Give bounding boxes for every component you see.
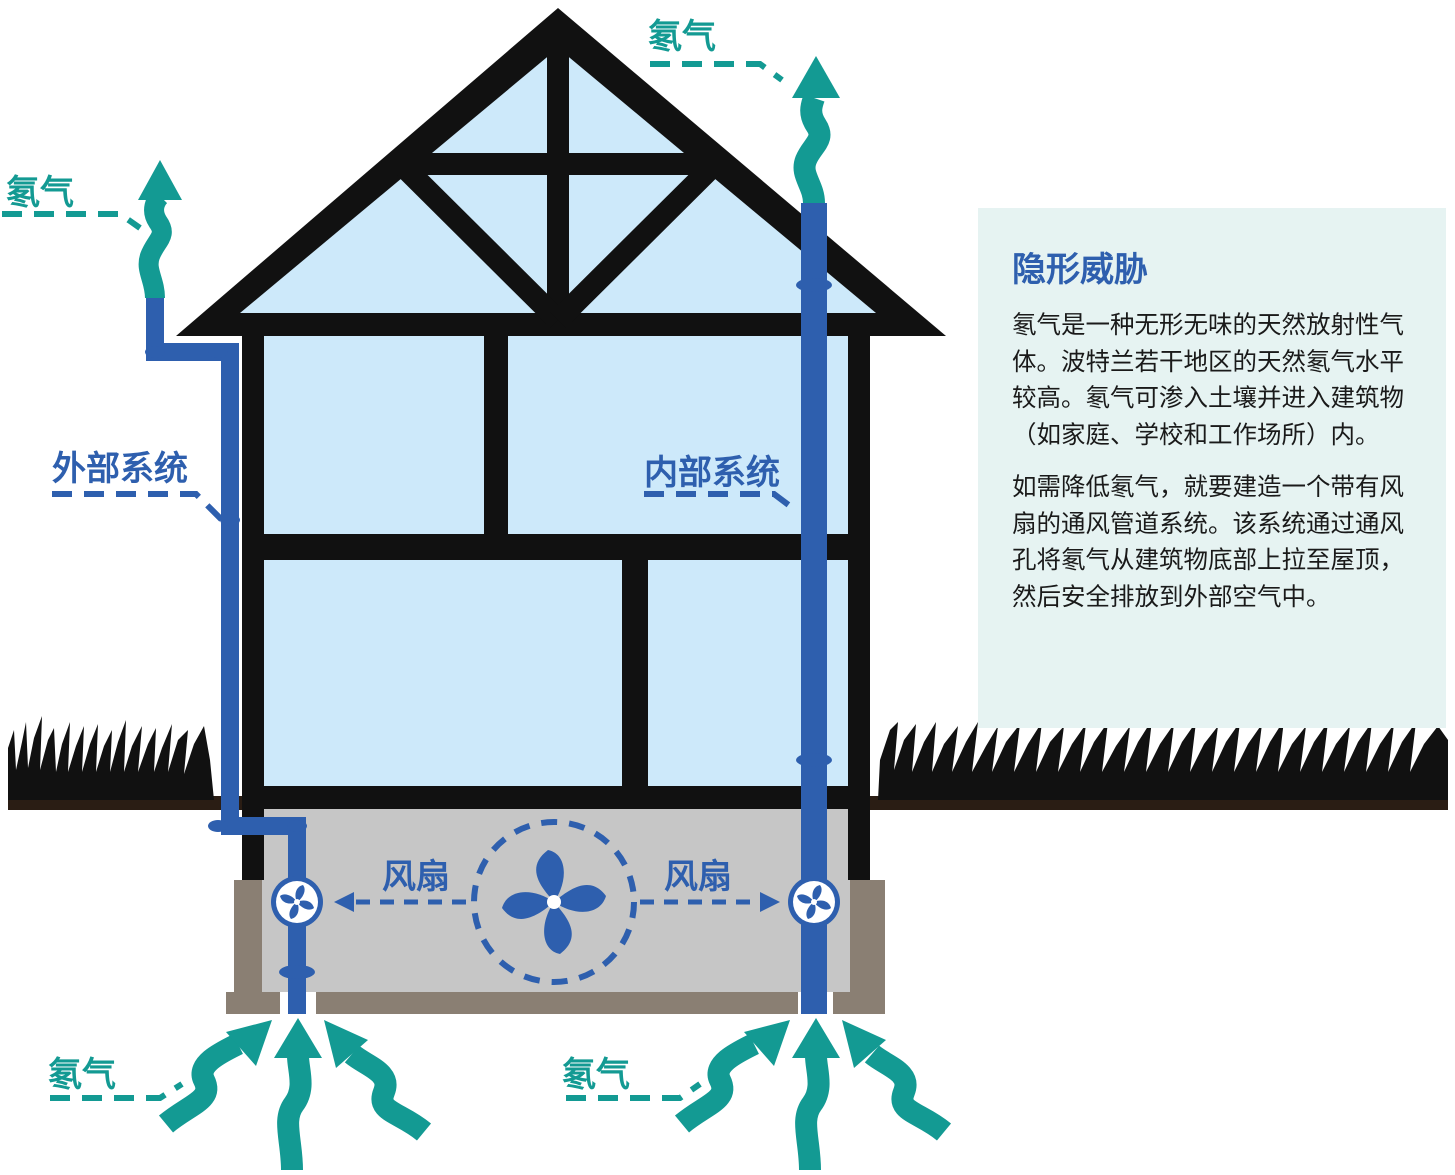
- fan-icon: [471, 819, 637, 985]
- roof: [176, 8, 946, 336]
- info-paragraph-2: 如需降低氡气，就要建造一个带有风扇的通风管道系统。该系统通过通风孔将氡气从建筑物…: [1012, 472, 1404, 611]
- interior-system-label: 内部系统: [644, 453, 780, 493]
- fan-icon: [271, 876, 323, 928]
- radon-label-top-right: 氡气: [648, 17, 716, 57]
- radon-exhaust-left: [138, 160, 182, 299]
- fan-label-right: 风扇: [664, 857, 732, 897]
- info-title: 隐形威胁: [1012, 250, 1148, 290]
- grass-left: [8, 716, 214, 800]
- exterior-pipe: [146, 298, 306, 1014]
- radon-exhaust-right: [792, 56, 840, 204]
- fan-label-left: 风扇: [382, 857, 450, 897]
- info-paragraph-1: 氡气是一种无形无味的天然放射性气体。波特兰若干地区的天然氡气水平较高。氡气可渗入…: [1012, 310, 1404, 449]
- exterior-system-label: 外部系统: [52, 449, 188, 489]
- radon-label-bottom-right: 氡气: [562, 1055, 630, 1095]
- fan-icon: [788, 876, 840, 928]
- radon-label-top-left: 氡气: [6, 173, 74, 213]
- radon-label-bottom-left: 氡气: [48, 1055, 116, 1095]
- info-panel: 隐形威胁 氡气是一种无形无味的天然放射性气体。波特兰若干地区的天然氡气水平较高。…: [978, 208, 1446, 728]
- grass-right: [878, 720, 1448, 800]
- radon-entry-left: [158, 1034, 432, 1171]
- radon-entry-right: [674, 1034, 952, 1171]
- basement-wall-right: [848, 808, 870, 880]
- house-rooms: [264, 335, 848, 786]
